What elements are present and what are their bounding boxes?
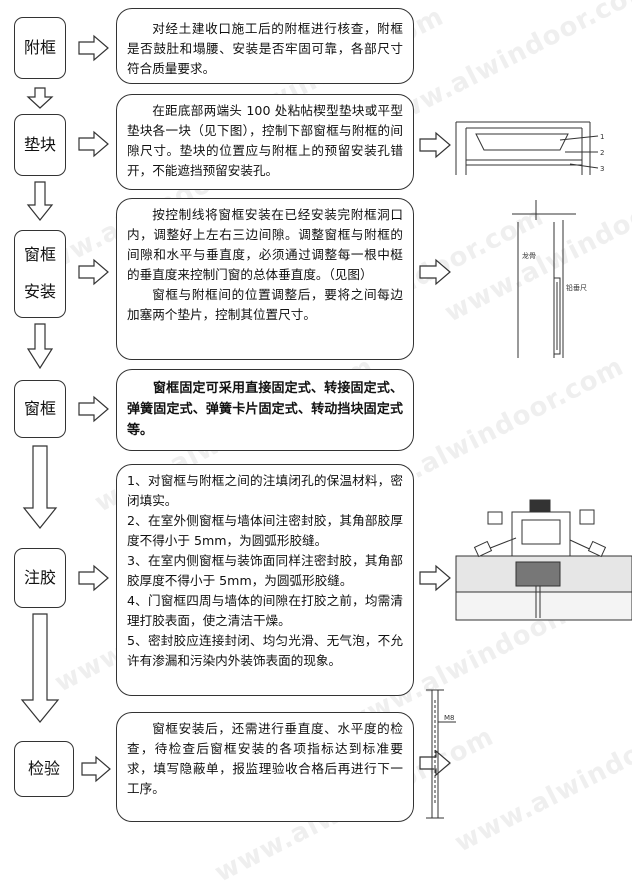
desc-item: 2、在室外侧窗框与墙体间注密封胶，其角部胶厚度不得小于 5mm，为圆弧形胶缝。: [127, 513, 403, 548]
step-frame-check: 附框: [14, 17, 66, 79]
right-arrow-icon: [81, 755, 111, 783]
down-arrow-icon: [22, 445, 58, 529]
desc-item: 5、密封胶应连接封闭、均匀光滑、无气泡，不允许有渗漏和污染内外装饰表面的现象。: [127, 633, 403, 668]
desc-item: 3、在室内侧窗框与装饰面同样注密封胶，其角部胶厚度不得小于 5mm，为圆弧形胶缝…: [127, 553, 403, 588]
right-arrow-icon: [78, 564, 109, 592]
desc-item: 4、门窗框四周与墙体的间隙在打胶之前，均需清理打胶表面，使之清洁干燥。: [127, 593, 403, 628]
figure-label: 铅垂尺: [566, 283, 587, 292]
right-arrow-icon: [419, 258, 451, 286]
step-label: 窗框: [23, 245, 56, 265]
inspection-figure: [426, 689, 456, 819]
right-arrow-icon: [419, 564, 451, 592]
right-arrow-icon: [78, 258, 109, 286]
step-label: 安装: [23, 282, 56, 301]
desc-text: 窗框安装后，还需进行垂直度、水平度的检查，待检查后窗框安装的各项指标达到标准要求…: [127, 721, 403, 796]
down-arrow-icon: [26, 323, 54, 370]
right-arrow-icon: [78, 395, 109, 423]
desc-text: 对经土建收口施工后的附框进行核查，附框是否鼓肚和塌腰、安装是否牢固可靠，各部尺寸…: [127, 21, 403, 76]
step-inspection: 检验: [14, 741, 74, 797]
right-arrow-icon: [419, 131, 451, 159]
figure-label: M8: [444, 714, 455, 722]
step-label: 附框: [23, 37, 56, 57]
desc-frame-fixing: 窗框固定可采用直接固定式、转接固定式、弹簧固定式、弹簧卡片固定式、转动挡块固定式…: [116, 369, 414, 451]
desc-text: 窗框与附框间的位置调整后，要将之间每边加塞两个垫片，控制其位置尺寸。: [127, 287, 403, 322]
step-label: 窗框: [23, 398, 56, 418]
step-label: 注胶: [23, 567, 56, 587]
figure-label: 2: [600, 149, 604, 157]
right-arrow-icon: [78, 130, 109, 158]
step-spacer-block: 垫块: [14, 114, 66, 176]
step-sealing: 注胶: [14, 548, 66, 608]
plumb-ruler-figure: [512, 200, 576, 358]
desc-text: 按控制线将窗框安装在已经安装完附框洞口内，调整好上左右三边间隙。调整窗框与附框的…: [127, 207, 403, 282]
step-frame-fixing: 窗框: [14, 380, 66, 438]
desc-frame-check: 对经土建收口施工后的附框进行核查，附框是否鼓肚和塌腰、安装是否牢固可靠，各部尺寸…: [116, 8, 414, 84]
desc-item: 1、对窗框与附框之间的注填闭孔的保温材料，密闭填实。: [127, 473, 403, 508]
down-arrow-icon: [20, 613, 60, 723]
sealing-section-figure: [455, 499, 632, 621]
down-arrow-icon: [26, 181, 54, 221]
step-label: 垫块: [23, 134, 56, 154]
desc-text: 在距底部两端头 100 处粘帖楔型垫块或平型垫块各一块（见下图），控制下部窗框与…: [127, 103, 403, 178]
desc-frame-install: 按控制线将窗框安装在已经安装完附框洞口内，调整好上左右三边间隙。调整窗框与附框的…: [116, 198, 414, 360]
spacer-block-figure: [455, 121, 599, 175]
figure-label: 龙骨: [522, 251, 536, 260]
figure-label: 3: [600, 165, 604, 173]
arrows-and-figures: .ar{fill:#fff;stroke:#333;stroke-width:1…: [20, 34, 632, 819]
down-arrow-icon: [26, 87, 54, 109]
step-frame-install: 窗框 安装: [14, 230, 66, 318]
right-arrow-icon: [78, 34, 109, 62]
desc-inspection: 窗框安装后，还需进行垂直度、水平度的检查，待检查后窗框安装的各项指标达到标准要求…: [116, 712, 414, 822]
desc-sealing: 1、对窗框与附框之间的注填闭孔的保温材料，密闭填实。 2、在室外侧窗框与墙体间注…: [116, 464, 414, 696]
step-label: 检验: [27, 758, 60, 778]
desc-text: 窗框固定可采用直接固定式、转接固定式、弹簧固定式、弹簧卡片固定式、转动挡块固定式…: [127, 381, 403, 438]
figure-label: 1: [600, 133, 604, 141]
desc-spacer-block: 在距底部两端头 100 处粘帖楔型垫块或平型垫块各一块（见下图），控制下部窗框与…: [116, 94, 414, 190]
process-flowchart: www.alwindoor.com www.alwindoor.com www.…: [14, 0, 632, 888]
